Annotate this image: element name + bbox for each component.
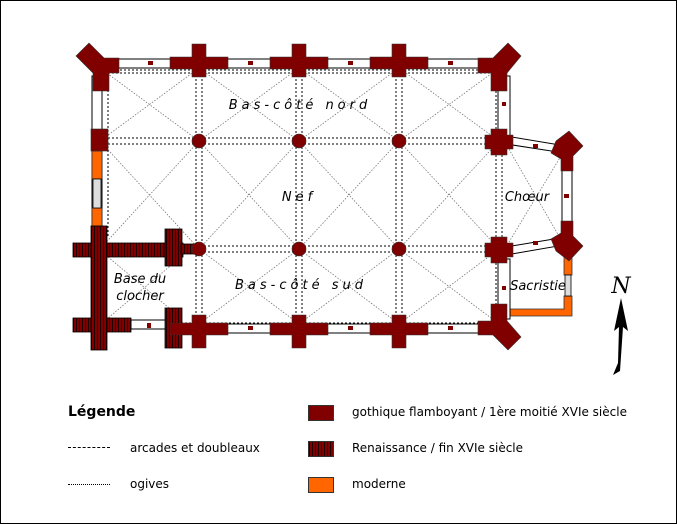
sacristy-window [564, 274, 572, 297]
west-window [92, 178, 102, 209]
legend-ogives-swatch [68, 484, 110, 485]
piers [191, 133, 407, 257]
north-label: N [610, 274, 631, 299]
label-south-aisle: Bas-côté sud [235, 278, 367, 293]
ogive-rib [198, 140, 300, 250]
label-nave: Nef [282, 190, 316, 205]
label-choir: Chœur [505, 190, 551, 205]
pier [291, 241, 307, 257]
ogive-rib [99, 67, 200, 142]
legend-gothic-swatch [308, 405, 334, 421]
pier [191, 133, 207, 149]
window-marks [147, 61, 569, 330]
north-arrow-icon: N [610, 274, 631, 375]
label-sacristy: Sacristie [510, 279, 566, 294]
ogive-rib [505, 150, 565, 248]
legend-title: Légende [68, 404, 136, 420]
legend-ogives-label: ogives [130, 477, 170, 491]
ogive-rib [398, 67, 500, 142]
pier [391, 241, 407, 257]
label-north-aisle: Bas-côté nord [229, 98, 371, 113]
ogive-rib [298, 140, 400, 250]
ogive-rib [99, 140, 200, 250]
ogive-rib [505, 143, 565, 246]
gothic-buttresses [75, 42, 584, 351]
legend-modern-label: moderne [352, 477, 406, 491]
label-tower-base-2: clocher [116, 289, 165, 304]
label-tower-base-1: Base du [114, 272, 166, 287]
pier [291, 133, 307, 149]
ogive-rib [198, 67, 300, 142]
ogive-rib [107, 256, 182, 319]
ogive-rib [99, 67, 200, 142]
pier [191, 241, 207, 257]
ogive-rib [198, 67, 300, 142]
ogive-rib [398, 140, 500, 250]
ogives-lines [99, 67, 565, 325]
legend-arcades-swatch [68, 447, 110, 448]
ogive-rib [398, 140, 500, 250]
legend-modern-swatch [308, 477, 334, 493]
ogive-rib [298, 67, 400, 142]
ogive-rib [398, 67, 500, 142]
renaissance-tower [72, 225, 196, 351]
ogive-rib [198, 140, 300, 250]
legend-arcades-label: arcades et doubleaux [130, 441, 260, 455]
legend-gothic-label: gothique flamboyant / 1ère moitié XVIe s… [352, 405, 627, 419]
ogive-rib [298, 67, 400, 142]
pier [391, 133, 407, 149]
legend-renaissance-swatch [308, 441, 334, 457]
arcades-lines [100, 63, 503, 329]
legend-renaissance-label: Renaissance / fin XVIe siècle [352, 441, 524, 455]
ogive-rib [298, 140, 400, 250]
